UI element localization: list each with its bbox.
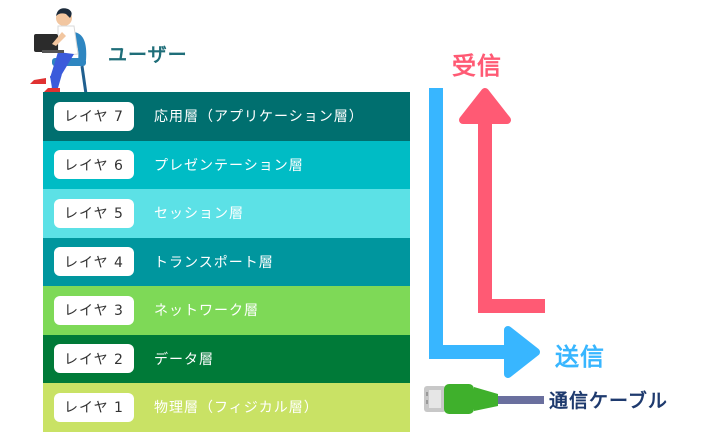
- layer-name: 応用層（アプリケーション層）: [154, 109, 364, 126]
- layer-name: トランスポート層: [154, 254, 274, 271]
- user-with-laptop-icon: [22, 4, 98, 96]
- layer-name: 物理層（フィジカル層）: [154, 400, 319, 417]
- layer-6-row: レイヤ 6 プレゼンテーション層: [43, 140, 410, 189]
- osi-layer-stack: レイヤ 7 応用層（アプリケーション層） レイヤ 6 プレゼンテーション層 レイ…: [43, 92, 410, 432]
- layer-7-row: レイヤ 7 応用層（アプリケーション層）: [43, 92, 410, 141]
- receive-arrow: [459, 88, 545, 313]
- layer-name: プレゼンテーション層: [154, 157, 304, 174]
- layer-badge: レイヤ 4: [54, 247, 134, 277]
- receive-label: 受信: [452, 52, 502, 80]
- layer-3-row: レイヤ 3 ネットワーク層: [43, 286, 410, 335]
- send-arrow: [429, 88, 540, 378]
- layer-badge: レイヤ 7: [54, 101, 134, 131]
- layer-4-row: レイヤ 4 トランスポート層: [43, 237, 410, 286]
- layer-1-row: レイヤ 1 物理層（フィジカル層）: [43, 383, 410, 432]
- user-label: ユーザー: [108, 44, 188, 66]
- layer-badge: レイヤ 1: [54, 392, 134, 422]
- layer-2-row: レイヤ 2 データ層: [43, 334, 410, 383]
- cable-label: 通信ケーブル: [549, 390, 668, 412]
- send-label: 送信: [555, 343, 605, 371]
- layer-name: セッション層: [154, 206, 244, 223]
- layer-name: ネットワーク層: [154, 303, 259, 320]
- layer-badge: レイヤ 5: [54, 198, 134, 228]
- layer-5-row: レイヤ 5 セッション層: [43, 189, 410, 238]
- layer-badge: レイヤ 2: [54, 344, 134, 374]
- layer-badge: レイヤ 3: [54, 295, 134, 325]
- layer-badge: レイヤ 6: [54, 150, 134, 180]
- lan-cable-icon: [424, 384, 544, 414]
- layer-name: データ層: [154, 351, 214, 368]
